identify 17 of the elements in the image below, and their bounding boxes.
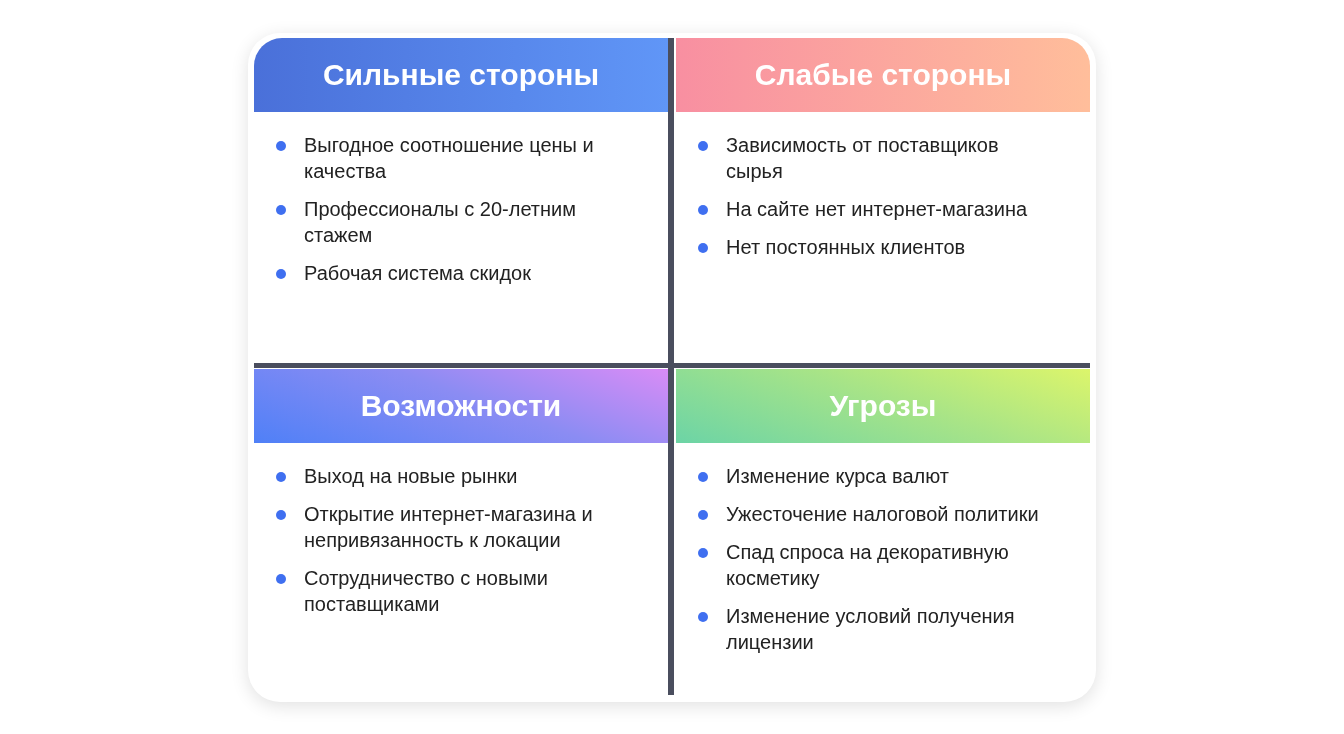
bullet-item: Выгодное соотношение цены и качества bbox=[276, 132, 634, 184]
bullet-item: Спад спроса на декоративную косметику bbox=[698, 539, 1056, 591]
section-heading: Сильные стороны bbox=[254, 38, 668, 112]
section-heading: Слабые стороны bbox=[676, 38, 1090, 112]
bullet-item: На сайте нет интернет-магазина bbox=[698, 196, 1056, 222]
bullet-item: Изменение курса валют bbox=[698, 463, 1056, 489]
bullet-item: Изменение условий получения лицензии bbox=[698, 603, 1056, 655]
bullet-item: Зависимость от поставщиков сырья bbox=[698, 132, 1056, 184]
bullet-item: Выход на новые рынки bbox=[276, 463, 634, 489]
section-heading: Угрозы bbox=[676, 369, 1090, 443]
bullet-item: Рабочая система скидок bbox=[276, 260, 634, 286]
bullet-item: Профессионалы с 20-летним стажем bbox=[276, 196, 634, 248]
bullet-item: Ужесточение налоговой политики bbox=[698, 501, 1056, 527]
section-heading: Возможности bbox=[254, 369, 668, 443]
bullet-item: Нет постоянных клиентов bbox=[698, 234, 1056, 260]
bullet-item: Сотрудничество с новыми поставщиками bbox=[276, 565, 634, 617]
bullet-item: Открытие интернет-магазина и непривязанность к локации bbox=[276, 501, 634, 553]
